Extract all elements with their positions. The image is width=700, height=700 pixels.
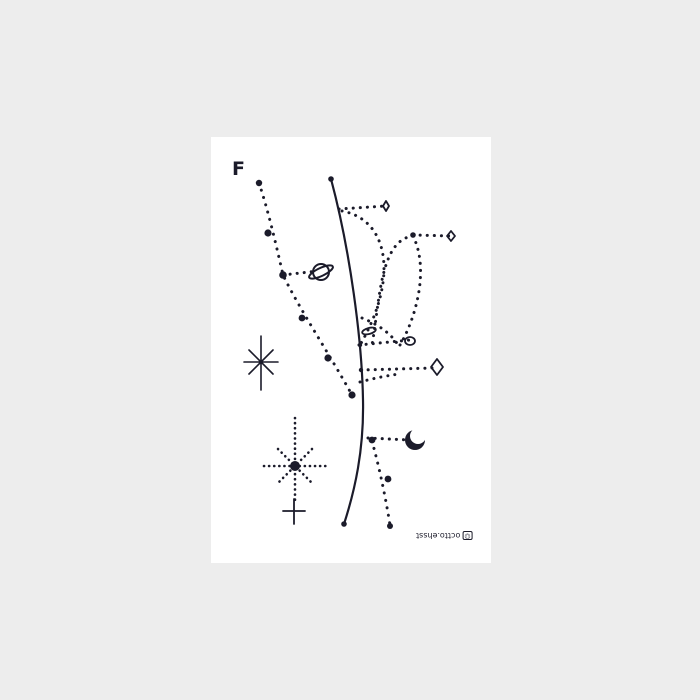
main-line [329,177,365,526]
middle-branch-2 [359,366,434,372]
tattoo-card [211,137,491,563]
dotted-arch-1 [340,209,386,347]
dotted-arch-2 [370,234,415,347]
left-dotted-chain [257,181,354,397]
eight-point-star-icon [243,335,279,391]
upper-branch-1 [337,204,388,211]
dotted-arch-4 [360,316,400,347]
upper-branch-2 [411,233,454,238]
dotted-compass-star-icon [262,416,328,504]
moon-branch [366,436,412,442]
card-letter: F [232,158,245,180]
small-cross-star-icon [282,498,306,525]
crescent-moon-icon [405,428,426,450]
ringed-planet-icon [308,263,334,281]
lower-dotted-chain [370,439,392,527]
middle-branch-3 [358,372,402,384]
four-point-sparkle-icon [382,200,456,376]
dotted-arch-3 [398,234,422,347]
middle-branch-1 [357,338,412,347]
